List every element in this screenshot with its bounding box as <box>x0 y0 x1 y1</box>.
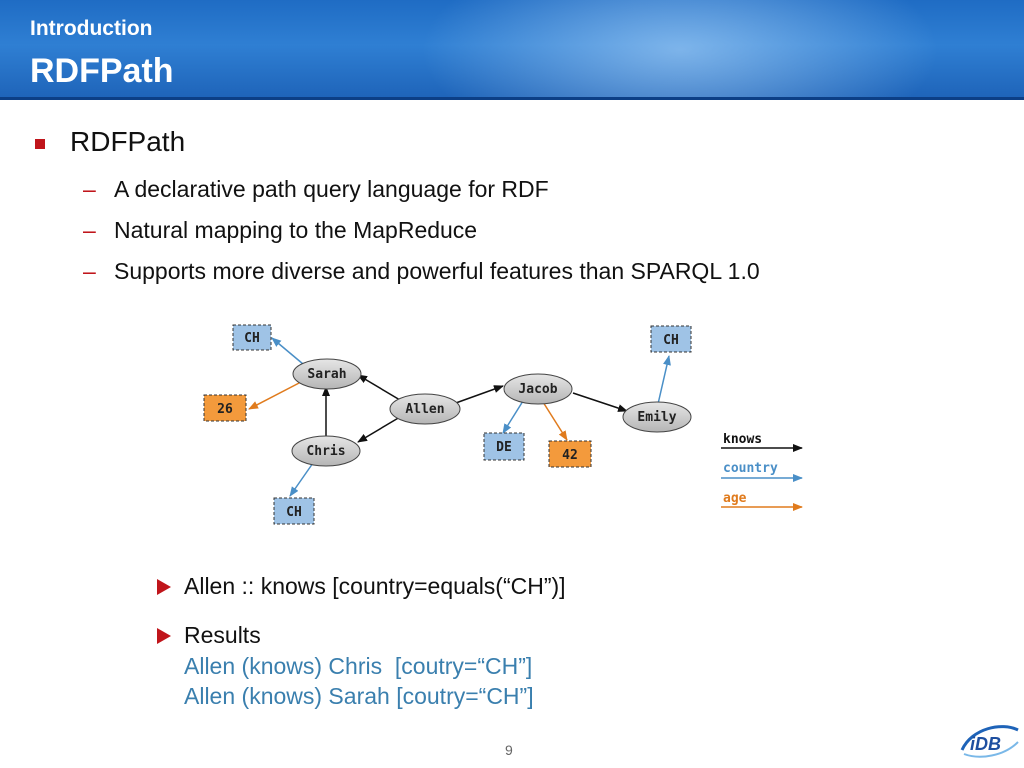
age-value: 26 <box>217 402 233 417</box>
node-label: Chris <box>306 444 345 459</box>
country-value: DE <box>496 440 512 455</box>
edge-jacob-country <box>502 400 524 434</box>
legend-country-label: country <box>723 461 778 476</box>
edge-allen-jacob <box>452 385 504 405</box>
country-box-chris <box>273 497 315 525</box>
node-sarah <box>292 358 362 390</box>
result-text: Allen (knows) Sarah [coutry=“CH”] <box>184 683 534 709</box>
country-value: CH <box>663 333 679 348</box>
sub-bullet-text: Supports more diverse and powerful featu… <box>114 258 760 284</box>
node-label: Allen <box>405 402 444 417</box>
edge-jacob-age <box>542 401 568 441</box>
edge-chris-country <box>289 462 314 497</box>
country-box-jacob <box>483 432 525 461</box>
node-label: Emily <box>637 410 676 425</box>
edge-allen-sarah <box>357 374 401 401</box>
slide-title: RDFPath <box>30 52 174 90</box>
section-label: Introduction <box>30 17 153 40</box>
page-number: 9 <box>505 742 513 758</box>
triangle-bullet-icon <box>157 628 171 644</box>
logo-text: iDB <box>970 734 1001 754</box>
age-value: 42 <box>562 448 578 463</box>
country-box-sarah <box>232 324 272 351</box>
legend-knows-label: knows <box>723 432 762 447</box>
legend-age-label: age <box>723 491 747 506</box>
bullet-main-text: RDFPath <box>70 126 186 157</box>
query-text: Allen :: knows [country=equals(“CH”)] <box>184 573 566 599</box>
header-glow <box>420 0 940 100</box>
node-jacob <box>503 373 573 405</box>
node-label: Jacob <box>518 382 557 397</box>
sub-bullet-text: Natural mapping to the MapReduce <box>114 217 478 243</box>
result-text: Allen (knows) Chris [coutry=“CH”] <box>184 653 533 679</box>
node-chris <box>291 435 361 467</box>
results-label: Results <box>184 622 261 648</box>
edge-sarah-country <box>271 337 304 365</box>
square-bullet-icon <box>35 139 45 149</box>
country-box-emily <box>650 325 692 353</box>
node-label: Sarah <box>307 367 346 382</box>
node-allen <box>389 393 461 425</box>
edge-jacob-emily <box>572 392 628 412</box>
country-value: CH <box>244 331 260 346</box>
dash-icon: – <box>83 258 96 284</box>
sub-bullet-text: A declarative path query language for RD… <box>114 176 549 202</box>
age-box-sarah <box>203 394 247 422</box>
rdf-graph-diagram: CH 26 CH DE 42 CH Sarah Allen Chris Jaco… <box>203 324 803 525</box>
header-divider <box>0 97 1024 100</box>
age-box-jacob <box>548 440 592 468</box>
slide-header: Introduction RDFPath <box>0 0 1024 100</box>
country-value: CH <box>286 505 302 520</box>
idb-logo: iDB <box>960 725 1019 758</box>
triangle-bullet-icon <box>157 579 171 595</box>
node-emily <box>622 401 692 433</box>
dash-icon: – <box>83 217 96 243</box>
edge-sarah-age <box>248 381 302 410</box>
dash-icon: – <box>83 176 96 202</box>
edge-allen-chris <box>357 416 401 443</box>
edge-emily-country <box>657 355 671 405</box>
